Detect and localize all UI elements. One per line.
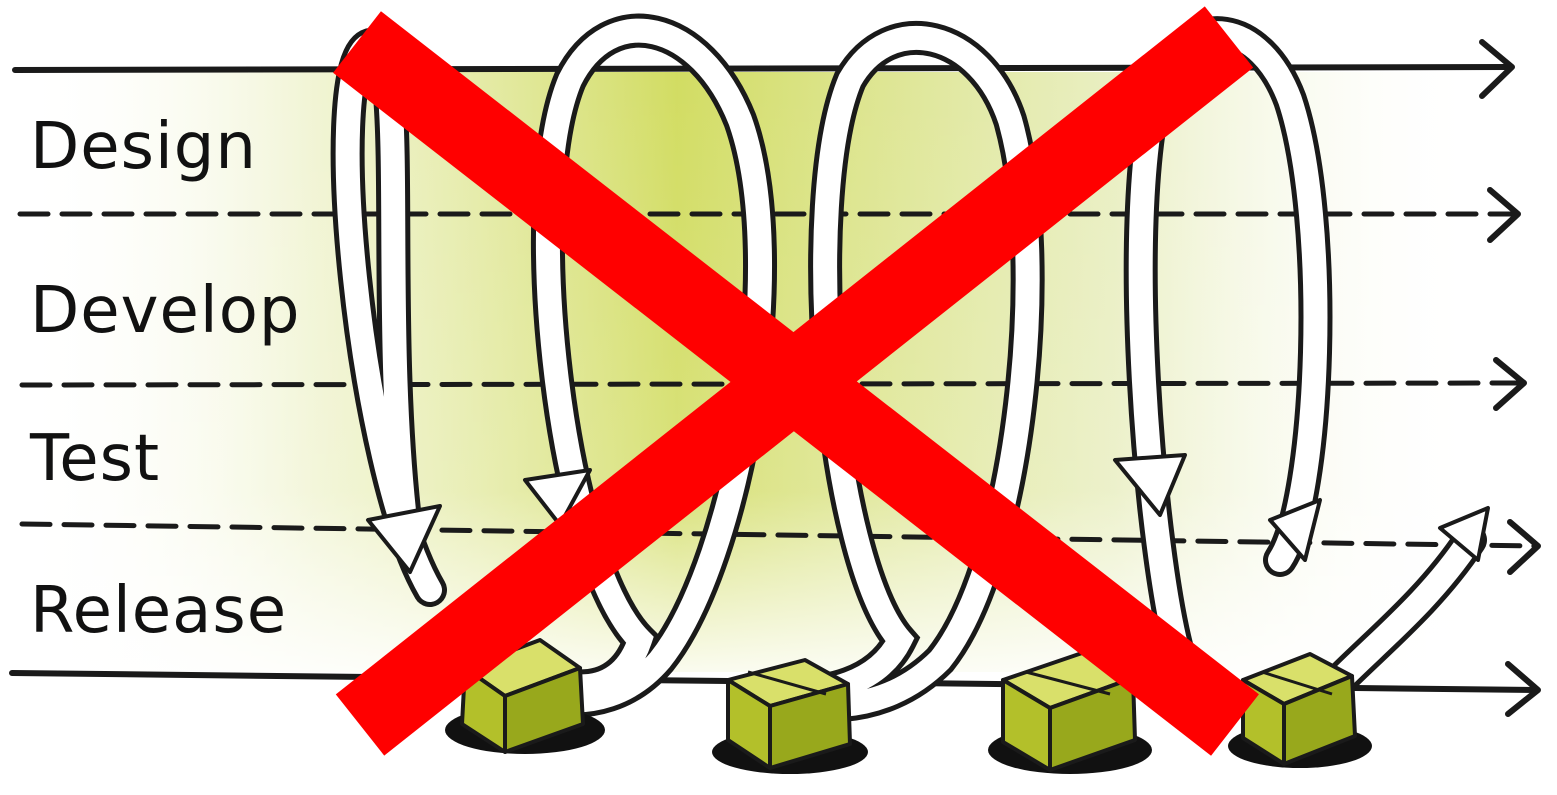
phase-label-develop: Develop — [30, 274, 300, 348]
phase-label-release: Release — [30, 574, 287, 648]
phase-label-design: Design — [30, 110, 257, 184]
phase-label-test: Test — [29, 422, 160, 496]
